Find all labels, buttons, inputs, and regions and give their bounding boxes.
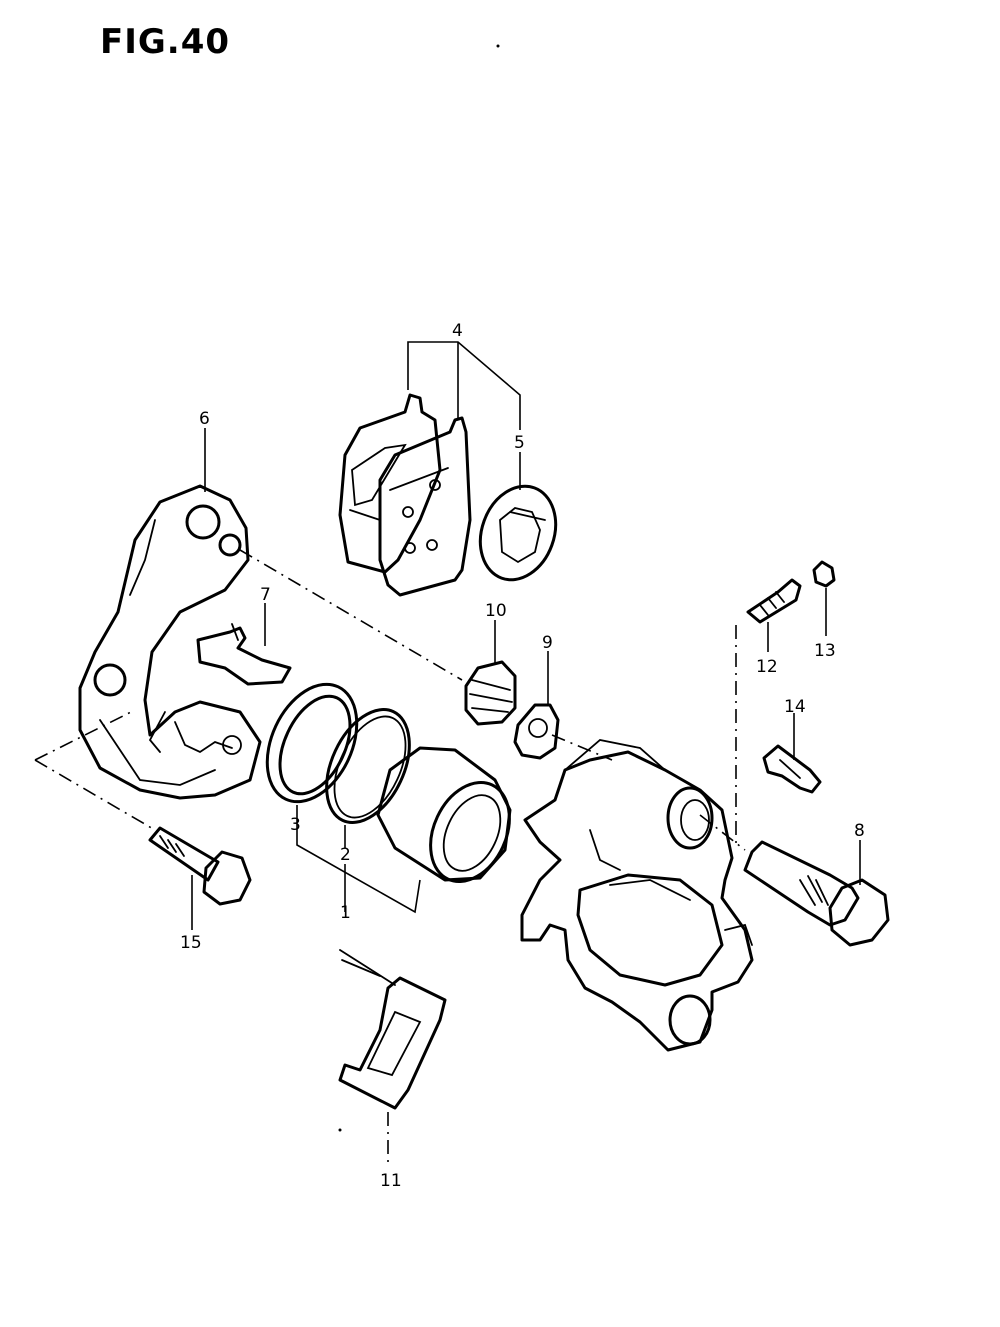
part-10-boot xyxy=(464,660,517,726)
part-6-caliper-bracket xyxy=(78,484,262,800)
callout-12: 12 xyxy=(756,657,778,677)
scan-speck xyxy=(496,44,500,48)
callout-5: 5 xyxy=(514,433,525,453)
part-5-shim-plate xyxy=(478,484,558,582)
figure-title: FIG.40 xyxy=(100,22,231,62)
part-8-slide-pin-bolt xyxy=(743,840,890,947)
part-4-brake-pads xyxy=(338,393,472,597)
part-15-mounting-bolt xyxy=(148,826,252,906)
callout-labels: 4 5 6 7 10 9 12 13 14 8 3 2 1 15 11 xyxy=(180,321,865,1191)
callout-1: 1 xyxy=(340,903,351,923)
leader-lines xyxy=(191,341,861,930)
part-7-pad-spring xyxy=(196,623,292,686)
callout-13: 13 xyxy=(814,641,836,661)
callout-2: 2 xyxy=(340,845,351,865)
callout-7: 7 xyxy=(260,585,271,605)
callout-9: 9 xyxy=(542,633,553,653)
callout-14: 14 xyxy=(784,697,806,717)
part-1-piston xyxy=(376,746,512,884)
part-11-pad-retainer xyxy=(338,949,447,1110)
part-9-bush xyxy=(513,703,560,760)
callout-15: 15 xyxy=(180,933,202,953)
callout-6: 6 xyxy=(199,409,210,429)
callout-3: 3 xyxy=(290,815,301,835)
part-2-piston-seal xyxy=(325,708,411,824)
callout-8: 8 xyxy=(854,821,865,841)
assembly-lines xyxy=(34,549,746,1168)
callout-11: 11 xyxy=(380,1171,402,1191)
caliper-body xyxy=(520,739,754,1052)
scan-speck xyxy=(338,1128,342,1132)
part-12-bleeder-valve xyxy=(746,578,802,624)
part-13-bleeder-cap xyxy=(812,560,836,588)
part-14-clip xyxy=(762,744,822,794)
callout-4: 4 xyxy=(452,321,463,341)
callout-10: 10 xyxy=(485,601,507,621)
part-3-dust-seal xyxy=(265,682,359,804)
